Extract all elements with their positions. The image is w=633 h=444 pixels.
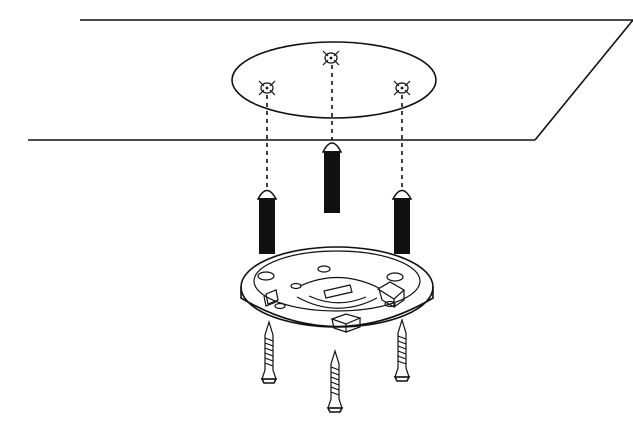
wall-anchor-right <box>391 189 413 254</box>
screw-center <box>326 348 344 413</box>
ceiling-plane <box>28 19 633 141</box>
mounting-base <box>240 246 434 333</box>
template-oval <box>231 41 437 119</box>
hole-mark-left <box>258 80 276 96</box>
wall-anchor-left <box>256 189 278 254</box>
screw-right <box>393 317 411 382</box>
screw-left <box>260 319 278 384</box>
hole-mark-right <box>393 80 411 96</box>
hole-mark-center <box>322 50 340 66</box>
wall-anchor-center <box>321 142 343 213</box>
